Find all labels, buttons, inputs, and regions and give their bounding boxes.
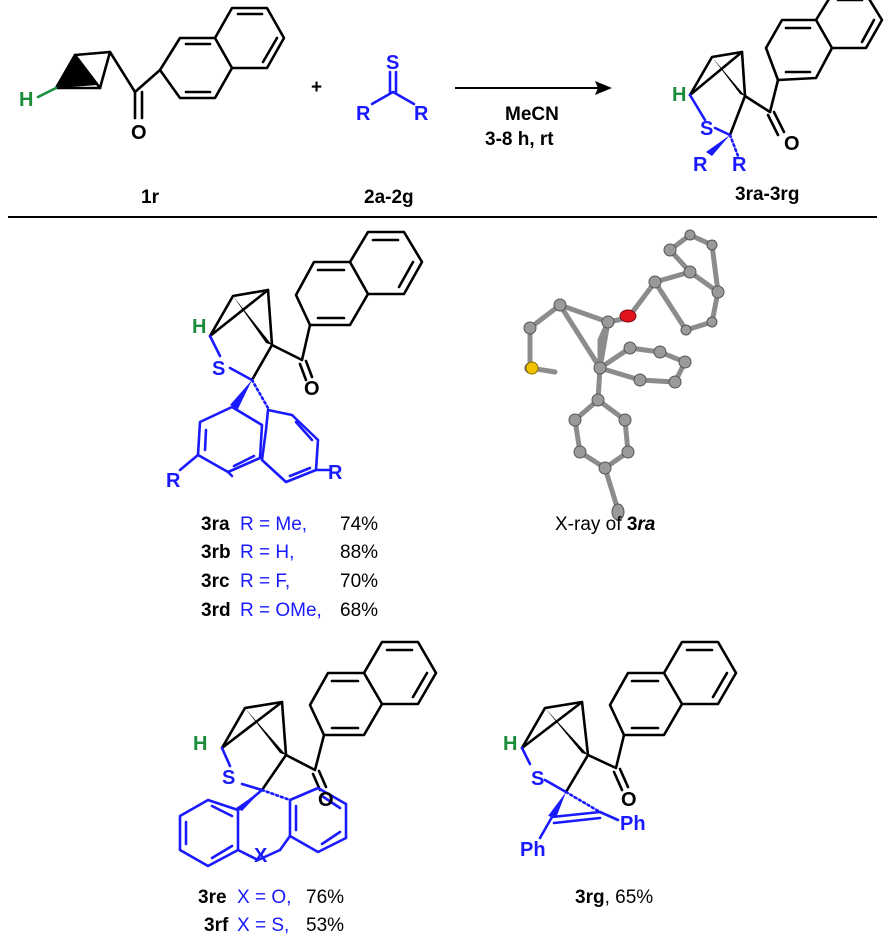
- yield-code-3re: 3re: [198, 887, 227, 908]
- yield-value-3rc: 70%: [340, 571, 378, 592]
- reaction-arrow: [455, 81, 612, 95]
- yield-code-3rc: 3rc: [201, 571, 230, 592]
- atom-ph-left-3rg: Ph: [520, 839, 546, 861]
- yield-sub-3rc: R = F,: [240, 571, 290, 592]
- atom-o-1r: O: [131, 122, 147, 144]
- atom-r-right-3ra: R: [328, 462, 343, 484]
- plus-sign: +: [311, 77, 322, 98]
- atom-h-3re: H: [193, 733, 207, 755]
- yield-3rg: 3rg, 65%: [575, 887, 653, 908]
- conditions-time-temp: 3-8 h, rt: [485, 129, 554, 150]
- structure-3rg: [520, 640, 738, 840]
- yield-sub-3ra: R = Me,: [240, 514, 307, 535]
- yield-value-3ra: 74%: [340, 514, 378, 535]
- yield-sub-3rb: R = H,: [240, 542, 294, 563]
- product-general-structure: [688, 0, 884, 158]
- reactant-2-label: 2a-2g: [364, 187, 414, 208]
- yield-value-3re: 76%: [306, 887, 344, 908]
- yield-sub-3rd: R = OMe,: [240, 600, 322, 621]
- yield-code-3ra: 3ra: [201, 514, 230, 535]
- atom-h-1r: H: [19, 89, 33, 111]
- structure-3re-3rf: [178, 640, 438, 868]
- atom-s-2: S: [386, 52, 399, 74]
- atom-h-3rg: H: [503, 733, 517, 755]
- atom-o-3ra: O: [304, 378, 320, 400]
- yield-code-3rb: 3rb: [201, 542, 231, 563]
- xray-sulfur-atom: [525, 361, 539, 375]
- reactant-1r-structure: [36, 6, 286, 120]
- structure-3ra-3rd: [178, 230, 424, 484]
- product-range-label: 3ra-3rg: [735, 184, 799, 205]
- yield-value-3rf: 53%: [306, 915, 344, 936]
- conditions-solvent: MeCN: [505, 104, 559, 125]
- yield-code-3rf: 3rf: [204, 915, 229, 936]
- atom-x-3re: X: [254, 845, 268, 867]
- atom-o-3rg: O: [621, 789, 637, 811]
- yield-value-3rb: 88%: [340, 542, 378, 563]
- atom-r-right-2: R: [414, 103, 429, 125]
- atom-o-product: O: [784, 133, 800, 155]
- xray-oxygen-atom: [619, 309, 637, 323]
- yield-value-3rd: 68%: [340, 600, 378, 621]
- atom-r-left-2: R: [356, 103, 371, 125]
- atom-r-left-3ra: R: [166, 470, 181, 492]
- atom-s-3re: S: [222, 767, 235, 789]
- atom-r-product-right: R: [732, 154, 747, 176]
- atom-h-3ra: H: [192, 316, 206, 338]
- yield-sub-3re: X = O,: [237, 887, 291, 908]
- atom-h-product: H: [672, 84, 686, 106]
- yield-list-3re-3rf: 3re X = O, 76% 3rf X = S, 53%: [198, 887, 344, 936]
- atom-ph-right-3rg: Ph: [620, 813, 646, 835]
- yield-code-3rd: 3rd: [201, 600, 231, 621]
- atom-s-3rg: S: [531, 768, 544, 790]
- atom-o-3re: O: [318, 789, 334, 811]
- xray-caption: X-ray of 3ra: [555, 514, 656, 535]
- thioketone-2-structure: [370, 70, 416, 106]
- atom-s-product: S: [700, 118, 713, 140]
- yield-sub-3rf: X = S,: [237, 915, 289, 936]
- atom-r-product-left: R: [693, 154, 708, 176]
- reactant-1r-label: 1r: [141, 187, 160, 208]
- atom-s-3ra: S: [212, 358, 225, 380]
- yield-list-3ra-3rd: 3ra R = Me, 74% 3rb R = H, 88% 3rc R = F…: [201, 514, 378, 621]
